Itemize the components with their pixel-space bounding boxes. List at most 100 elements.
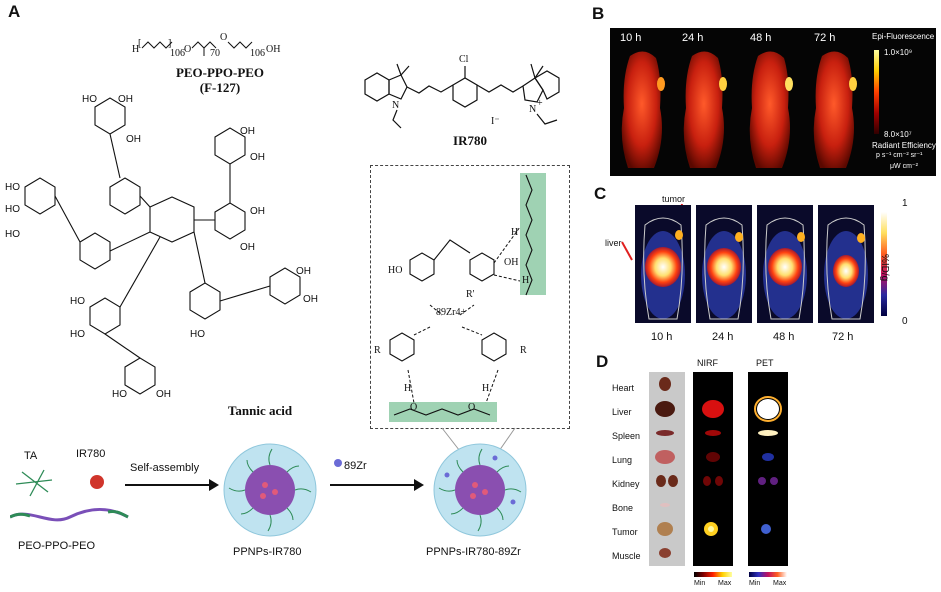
svg-text:R: R	[374, 345, 381, 356]
svg-text:R: R	[520, 345, 527, 356]
c-time-10: 10 h	[651, 331, 673, 343]
svg-text:106: 106	[250, 48, 265, 59]
nanoparticle-ppnps-ir780	[223, 443, 317, 537]
organ-tumor: Tumor	[612, 527, 638, 537]
polymer-scheme-label: PEO-PPO-PEO	[18, 540, 96, 552]
b-scale-min: 8.0×10⁷	[884, 130, 912, 139]
svg-text:H: H	[132, 44, 139, 55]
organ-kidney: Kidney	[612, 479, 640, 489]
d-col-pet: PET	[756, 358, 774, 368]
copolymer-name: PEO-PPO-PEO	[175, 65, 265, 80]
svg-text:OH: OH	[126, 134, 141, 145]
fluorescence-image: 10 h 24 h 48 h 72 h Epi-Fluorescence 1.0…	[610, 28, 936, 176]
svg-text:106: 106	[170, 48, 185, 59]
panel-label-a: A	[8, 2, 21, 21]
c-scale-unit: %ID/g	[879, 254, 890, 282]
svg-text:OH: OH	[156, 389, 171, 400]
svg-text:HO: HO	[82, 94, 97, 105]
ir780-scheme-label: IR780	[76, 448, 106, 460]
self-assembly-arrow	[125, 479, 219, 491]
c-scale-min: 0	[902, 316, 908, 327]
ta-ir780-components	[10, 469, 129, 522]
svg-text:N: N	[529, 104, 536, 115]
self-assembly-label: Self-assembly	[130, 462, 200, 474]
copolymer-structure: H [ ] 106 O 70 O 106 OH	[132, 32, 280, 59]
tannic-acid-name: Tannic acid	[227, 403, 293, 418]
svg-text:H: H	[404, 383, 411, 394]
svg-text:HO: HO	[112, 389, 127, 400]
panel-label-d: D	[596, 352, 609, 371]
ta-label: TA	[24, 450, 38, 462]
svg-text:H: H	[522, 275, 529, 286]
svg-text:HO: HO	[5, 229, 20, 240]
c-time-72: 72 h	[832, 331, 854, 343]
b-scale-unit-2: p s⁻¹ cm⁻² sr⁻¹	[876, 152, 923, 159]
svg-text:H: H	[482, 383, 489, 394]
d-col-nirf: NIRF	[697, 358, 718, 368]
peg-highlight-bottom	[389, 402, 497, 422]
c-tumor-label: tumor	[662, 194, 686, 204]
organ-bone: Bone	[612, 503, 634, 513]
b-colorbar	[874, 50, 879, 134]
svg-text:OH: OH	[504, 257, 518, 268]
svg-text:O: O	[184, 44, 191, 55]
svg-text:OH: OH	[118, 94, 133, 105]
organ-muscle: Muscle	[612, 551, 641, 561]
mice-fluorescence	[621, 51, 857, 168]
svg-text:H: H	[511, 227, 518, 238]
b-time-24: 24 h	[682, 32, 704, 44]
d-pet-colorbar	[749, 572, 787, 577]
b-time-48: 48 h	[750, 32, 772, 44]
organ-heart: Heart	[612, 383, 635, 393]
ir780-name: IR780	[453, 133, 487, 148]
zr-coordination-structure: HO OH H H R' 89Zr4+ R R H H O O	[374, 174, 533, 416]
svg-text:70: 70	[210, 48, 220, 59]
svg-text:O: O	[220, 32, 227, 43]
svg-text:]: ]	[168, 38, 171, 49]
c-colorbar	[881, 212, 887, 316]
d-nirf-min: Min	[694, 580, 706, 587]
d-pet-max: Max	[773, 580, 787, 587]
nirf-exvivo	[693, 372, 733, 566]
organ-lung: Lung	[612, 455, 633, 465]
d-nirf-colorbar	[694, 572, 732, 577]
svg-text:HO: HO	[5, 204, 20, 215]
svg-text:O: O	[468, 402, 475, 413]
b-time-72: 72 h	[814, 32, 836, 44]
svg-text:I⁻: I⁻	[491, 116, 500, 127]
d-pet-min: Min	[749, 580, 761, 587]
b-time-10: 10 h	[620, 32, 642, 44]
organ-liver: Liver	[612, 407, 632, 417]
copolymer-code: (F-127)	[199, 80, 241, 95]
zr-dot	[334, 459, 342, 467]
d-nirf-max: Max	[718, 580, 732, 587]
svg-text:OH: OH	[240, 242, 255, 253]
exvivo-photo	[649, 372, 685, 566]
svg-text:Cl: Cl	[459, 54, 469, 65]
svg-text:N: N	[392, 100, 399, 111]
panel-label-b: B	[592, 4, 605, 23]
c-scale-max: 1	[902, 198, 908, 209]
panel-label-c: C	[594, 184, 607, 203]
svg-text:OH: OH	[250, 152, 265, 163]
zr-reagent-label: 89Zr	[344, 460, 367, 472]
b-scale-unit-3: μW cm⁻²	[890, 163, 918, 170]
c-time-48: 48 h	[773, 331, 795, 343]
svg-text:+: +	[537, 98, 543, 109]
svg-text:89Zr4+: 89Zr4+	[436, 307, 466, 318]
svg-text:OH: OH	[240, 126, 255, 137]
organ-spleen: Spleen	[612, 431, 641, 441]
svg-text:[: [	[138, 38, 141, 49]
pet-images	[635, 205, 874, 323]
tannic-acid-structure: HO OH OH OH OH OH OH HO HO HO OH OH HO H…	[5, 94, 318, 400]
svg-text:OH: OH	[266, 44, 280, 55]
coordination-inset	[370, 165, 570, 429]
svg-text:HO: HO	[70, 296, 85, 307]
product2-label: PPNPs-IR780-89Zr	[426, 546, 521, 558]
svg-text:R': R'	[466, 289, 475, 300]
peg-highlight-right	[520, 173, 546, 295]
svg-text:HO: HO	[190, 329, 205, 340]
svg-text:HO: HO	[5, 182, 20, 193]
nanoparticle-ppnps-ir780-zr	[433, 443, 527, 537]
svg-text:OH: OH	[303, 294, 318, 305]
